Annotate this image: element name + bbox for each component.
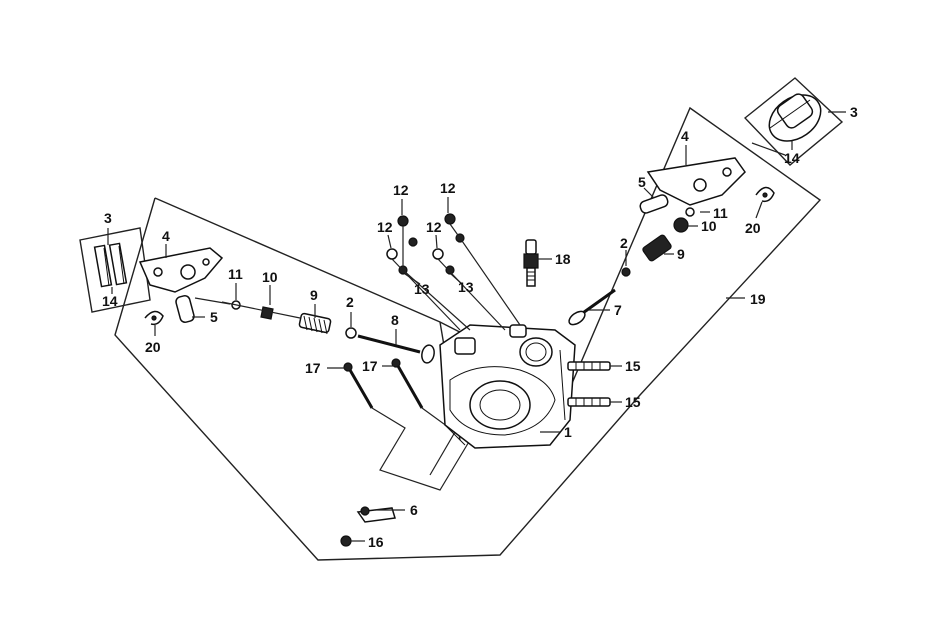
callout-5-left: 5 (210, 309, 218, 325)
left-pin-part-5 (175, 295, 195, 323)
left-tappet-part-10 (260, 306, 274, 320)
cylinder-head-part-1 (439, 324, 576, 449)
left-clip-part-20 (144, 310, 164, 326)
stud-part-15-upper (567, 361, 611, 371)
left-axis-line (221, 301, 301, 319)
callout-4-right: 4 (681, 128, 689, 144)
exhaust-valve-part-7 (568, 288, 616, 326)
guide-part-6 (356, 506, 396, 523)
leader-lines (107, 111, 846, 542)
callout-13-b: 13 (458, 279, 474, 295)
callout-3-right: 3 (850, 104, 858, 120)
callout-17-left: 17 (305, 360, 321, 376)
callout-12-b: 12 (440, 180, 456, 196)
right-bracket-leader (751, 142, 786, 156)
left-retainer-part-2 (345, 327, 357, 339)
callout-12-a: 12 (393, 182, 409, 198)
right-bracket-part-3 (743, 77, 844, 166)
bolt-path-d (437, 258, 506, 331)
bolt-part-16 (340, 535, 352, 547)
callout-9-left: 9 (310, 287, 318, 303)
right-clip-part-20 (755, 186, 775, 203)
callout-5-right: 5 (638, 174, 646, 190)
bolt-path-c (391, 258, 461, 331)
callout-2-left: 2 (346, 294, 354, 310)
right-shim-part-11 (685, 207, 695, 217)
callout-14-right: 14 (784, 150, 800, 166)
callout-13-a: 13 (414, 281, 430, 297)
right-tappet-part-10 (673, 217, 689, 233)
stud-path-lines (371, 407, 471, 491)
callout-2-right: 2 (620, 235, 628, 251)
callout-19: 19 (750, 291, 766, 307)
callout-11-left: 11 (228, 266, 243, 282)
right-valve-spring-part-9 (642, 234, 672, 262)
callout-10-left: 10 (262, 269, 278, 285)
right-rocker-arm-part-4 (646, 157, 746, 206)
callout-8: 8 (391, 312, 399, 328)
callout-7: 7 (614, 302, 622, 318)
callout-17-right: 17 (362, 358, 378, 374)
stud-bolt-part-17-right (391, 358, 424, 409)
stud-part-15-lower (567, 397, 611, 407)
callout-15-upper: 15 (625, 358, 641, 374)
callout-16: 16 (368, 534, 384, 550)
callout-6: 6 (410, 502, 418, 518)
stud-bolt-part-17-left (343, 362, 374, 409)
bolt-path-b (449, 223, 521, 326)
callout-20-left: 20 (145, 339, 161, 355)
callout-15-lower: 15 (625, 394, 641, 410)
callout-12-c: 12 (377, 219, 393, 235)
callout-11-right: 11 (713, 205, 728, 221)
callout-12-d: 12 (426, 219, 442, 235)
spark-plug-part-18 (523, 239, 539, 287)
callout-10-right: 10 (701, 218, 717, 234)
callout-20-right: 20 (745, 220, 761, 236)
callout-14-left: 14 (102, 293, 118, 309)
callout-3-left: 3 (104, 210, 112, 226)
callout-9-right: 9 (677, 246, 685, 262)
bolt-part-12-a (397, 215, 409, 227)
callout-18: 18 (555, 251, 571, 267)
callout-1: 1 (564, 424, 572, 440)
intake-valve-part-8 (357, 334, 435, 364)
right-retainer-part-2 (621, 267, 631, 277)
left-valve-spring-part-9 (298, 312, 332, 335)
bolt-part-12-d (432, 248, 444, 260)
bolt-part-12-b (444, 213, 456, 225)
bolt-part-12-c (386, 248, 398, 260)
left-rocker-arm-part-4 (138, 247, 224, 293)
left-rocker-bracket-part-3 (79, 227, 151, 313)
callout-4-left: 4 (162, 228, 170, 244)
right-pin-part-5 (639, 194, 669, 214)
